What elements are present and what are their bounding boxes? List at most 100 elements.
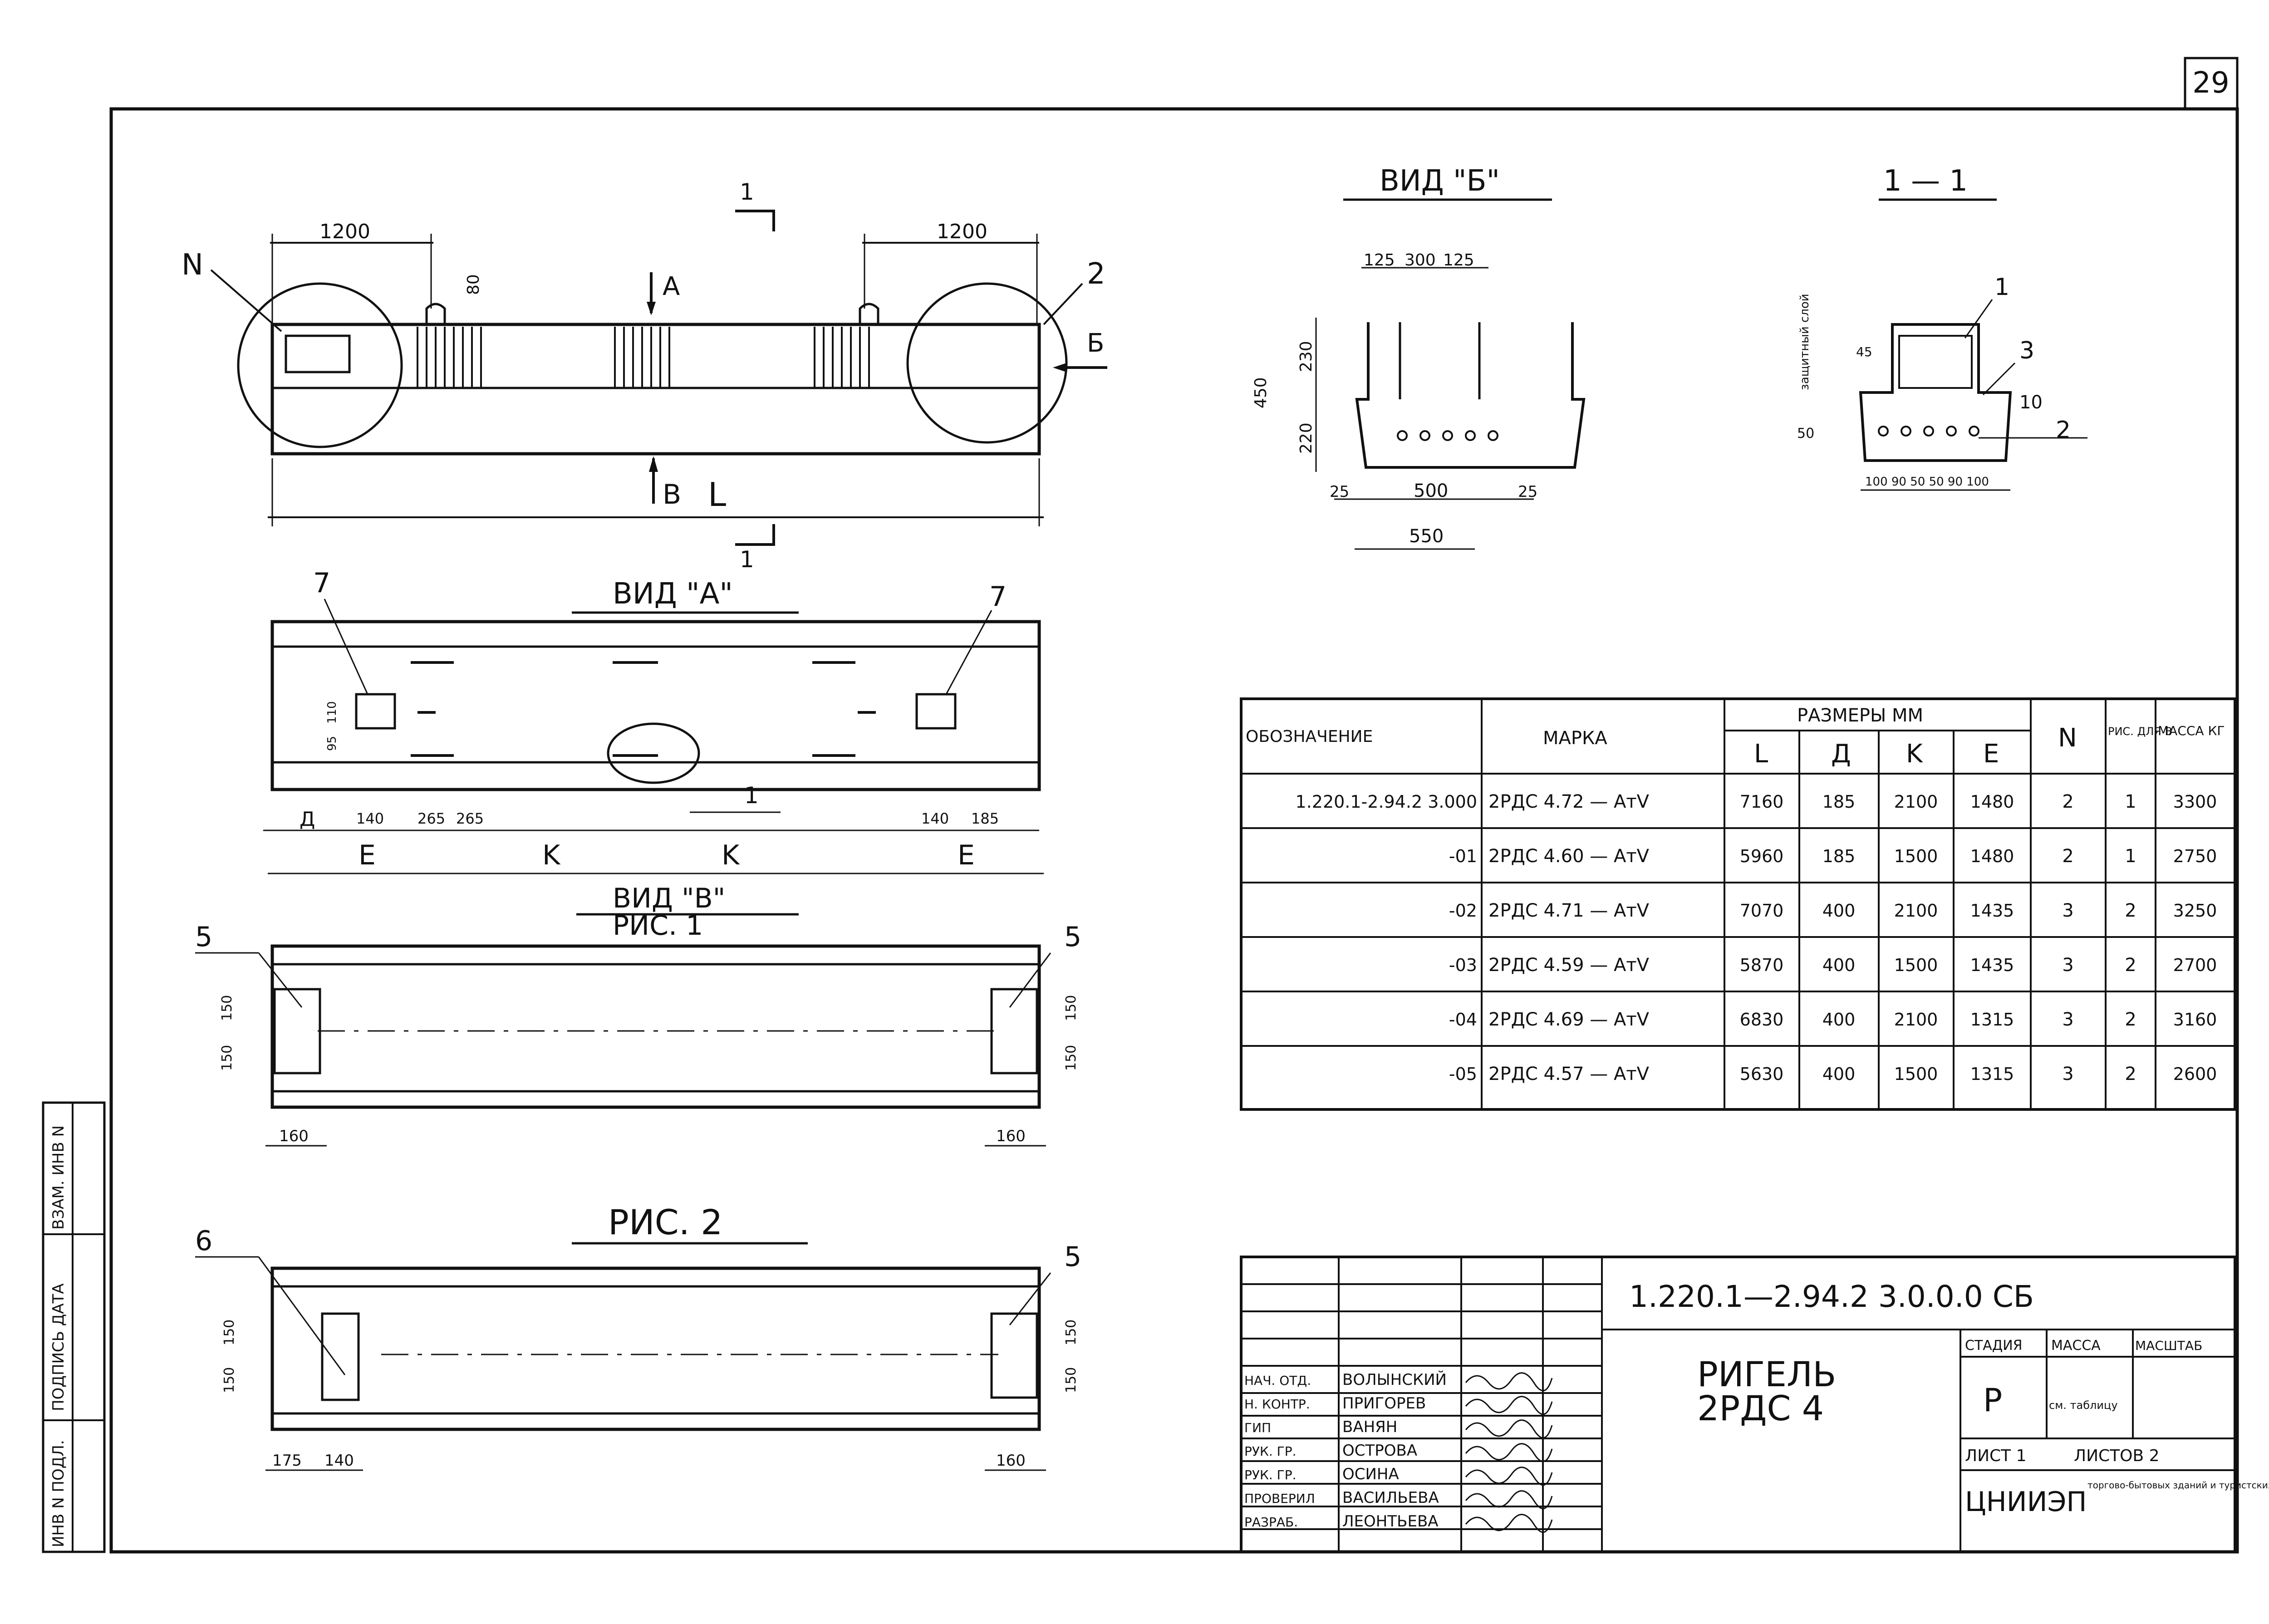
fig1-label-5b: 5: [1064, 921, 1081, 953]
table-cell-K: 1500: [1894, 955, 1938, 975]
vb-dim-500: 500: [1414, 481, 1448, 501]
detail-circle-n: [237, 282, 403, 448]
org-sub: торгово-бытовых зданий и туристских комп…: [2087, 1480, 2269, 1491]
view-a-title: ВИД "А": [613, 577, 733, 611]
col-sizes: РАЗМЕРЫ ММ: [1797, 705, 1923, 726]
col-k: K: [1906, 739, 1923, 769]
doc-name-2: 2РДС 4: [1697, 1388, 1824, 1428]
fig2: РИС. 2 6 5 150 150 150 150 175 140 160: [195, 1202, 1081, 1471]
section-1-1-title: 1 — 1: [1883, 164, 1968, 198]
table-cell-D: 400: [1822, 901, 1856, 921]
spec-table: ОБОЗНАЧЕНИЕ МАРКА РАЗМЕРЫ ММ L Д K E N Р…: [1240, 697, 2236, 1111]
table-cell-fig: 2: [2125, 955, 2136, 976]
detail-circle-2: [906, 282, 1068, 444]
vb-dim-25a: 25: [1330, 483, 1349, 501]
label-n: N: [182, 248, 203, 282]
view-b-title: ВИД "Б": [1380, 164, 1500, 198]
staff-name: ПРИГОРЕВ: [1342, 1394, 1426, 1413]
table-cell-fig: 2: [2125, 900, 2136, 921]
table-cell-D: 185: [1822, 846, 1856, 866]
table-cell-fig: 2: [2125, 1009, 2136, 1030]
sec-label-3: 3: [2019, 337, 2034, 364]
view-a-dim-k2: K: [722, 839, 740, 871]
table-cell-E: 1435: [1970, 955, 2014, 975]
fig2-dim-140: 140: [324, 1452, 354, 1470]
view-v-title: ВИД "В": [613, 883, 725, 914]
view-a-dim-e1: E: [359, 839, 376, 871]
view-a-label-7a: 7: [313, 567, 330, 599]
table-cell-mass: 3300: [2173, 792, 2217, 812]
col-d: Д: [1831, 739, 1851, 769]
fig2-dim-150d: 150: [1063, 1367, 1079, 1393]
view-a-dim-110: 110: [325, 701, 339, 724]
fig2-label-6: 6: [195, 1225, 212, 1257]
col-l: L: [1754, 739, 1768, 769]
staff-role: РАЗРАБ.: [1244, 1515, 1298, 1530]
staff-role: ПРОВЕРИЛ: [1244, 1491, 1315, 1506]
table-cell-mass: 2750: [2173, 846, 2217, 866]
vb-dim-230: 230: [1297, 341, 1316, 372]
view-a-dim-d: Д: [300, 808, 315, 831]
left-strip: ИНВ N ПОДЛ. ПОДПИСЬ ДАТА ВЗАМ. ИНВ N: [42, 1101, 106, 1553]
mass-value: см. таблицу: [2049, 1399, 2118, 1412]
arrow-a-label: A: [663, 272, 680, 301]
table-cell-K: 2100: [1894, 901, 1938, 921]
table-cell-mark: 2РДС 4.57 — АтV: [1488, 1064, 1650, 1084]
fig2-title: РИС. 2: [608, 1202, 722, 1242]
dim-l: L: [708, 476, 726, 514]
col-mass: МАССА КГ: [2158, 723, 2225, 738]
table-cell-N: 3: [2062, 1009, 2073, 1030]
view-a: ВИД "А" 7 7 1 95 110 Д 140 265 265: [263, 567, 1044, 874]
cover-label: защитный слой: [1798, 294, 1812, 390]
table-cell-N: 3: [2062, 900, 2073, 921]
table-cell-mark: 2РДС 4.72 — АтV: [1488, 791, 1650, 812]
arrow-b-label: Б: [1087, 329, 1104, 358]
table-cell-K: 2100: [1894, 792, 1938, 812]
fig2-dim-175: 175: [272, 1452, 302, 1470]
col-mark: МАРКА: [1543, 728, 1607, 749]
fig2-dim-150a: 150: [221, 1320, 237, 1345]
label-2: 2: [1087, 257, 1105, 291]
staff-role: Н. КОНТР.: [1244, 1397, 1310, 1412]
stage-value: Р: [1983, 1382, 2002, 1419]
staff-role: РУК. ГР.: [1244, 1467, 1297, 1482]
table-cell-D: 185: [1822, 792, 1856, 812]
mass-label: МАССА: [2051, 1338, 2101, 1354]
sec-label-10: 10: [2019, 392, 2043, 413]
view-a-dim-k1: K: [542, 839, 561, 871]
fig2-dim-160: 160: [996, 1452, 1026, 1470]
vb-dim-550: 550: [1409, 526, 1444, 547]
table-cell-L: 5630: [1740, 1064, 1784, 1084]
table-cell-E: 1315: [1970, 1064, 2014, 1084]
signature-mark: [1465, 1490, 1553, 1510]
section-1-top: 1: [740, 179, 754, 205]
table-cell-N: 3: [2062, 955, 2073, 976]
table-cell-N: 3: [2062, 1064, 2073, 1084]
table-cell-mark: 2РДС 4.71 — АтV: [1488, 900, 1650, 921]
vb-dim-450: 450: [1252, 377, 1270, 408]
fig1-dim-150d: 150: [1063, 1045, 1079, 1071]
table-cell-K: 1500: [1894, 846, 1938, 866]
section-1-bottom: 1: [740, 546, 754, 573]
table-cell-E: 1480: [1970, 846, 2014, 866]
staff-name: ВОЛЫНСКИЙ: [1342, 1370, 1447, 1389]
view-a-dim-265a: 265: [417, 810, 445, 827]
table-cell-fig: 2: [2125, 1064, 2136, 1084]
table-cell-D: 400: [1822, 1064, 1856, 1084]
view-a-dim-140b: 140: [921, 810, 949, 827]
fig1-dim-160a: 160: [279, 1127, 309, 1145]
org-name: ЦНИИЭП: [1965, 1486, 2087, 1518]
table-cell-E: 1435: [1970, 901, 2014, 921]
fig2-label-5: 5: [1064, 1241, 1081, 1273]
stage-label: СТАДИЯ: [1965, 1338, 2023, 1354]
table-cell-mass: 2700: [2173, 955, 2217, 975]
col-fig: РИС. ДЛЯ В: [2108, 725, 2172, 738]
doc-code: 1.220.1—2.94.2 3.0.0.0 СБ: [1629, 1279, 2034, 1314]
fig1-dim-150c: 150: [1063, 995, 1079, 1021]
strip-sign: ПОДПИСЬ ДАТА: [49, 1283, 68, 1411]
view-a-dim-95: 95: [325, 736, 339, 751]
signature-mark: [1465, 1514, 1553, 1533]
staff-name: ОСТРОВА: [1342, 1442, 1417, 1460]
signature-mark: [1465, 1467, 1553, 1486]
